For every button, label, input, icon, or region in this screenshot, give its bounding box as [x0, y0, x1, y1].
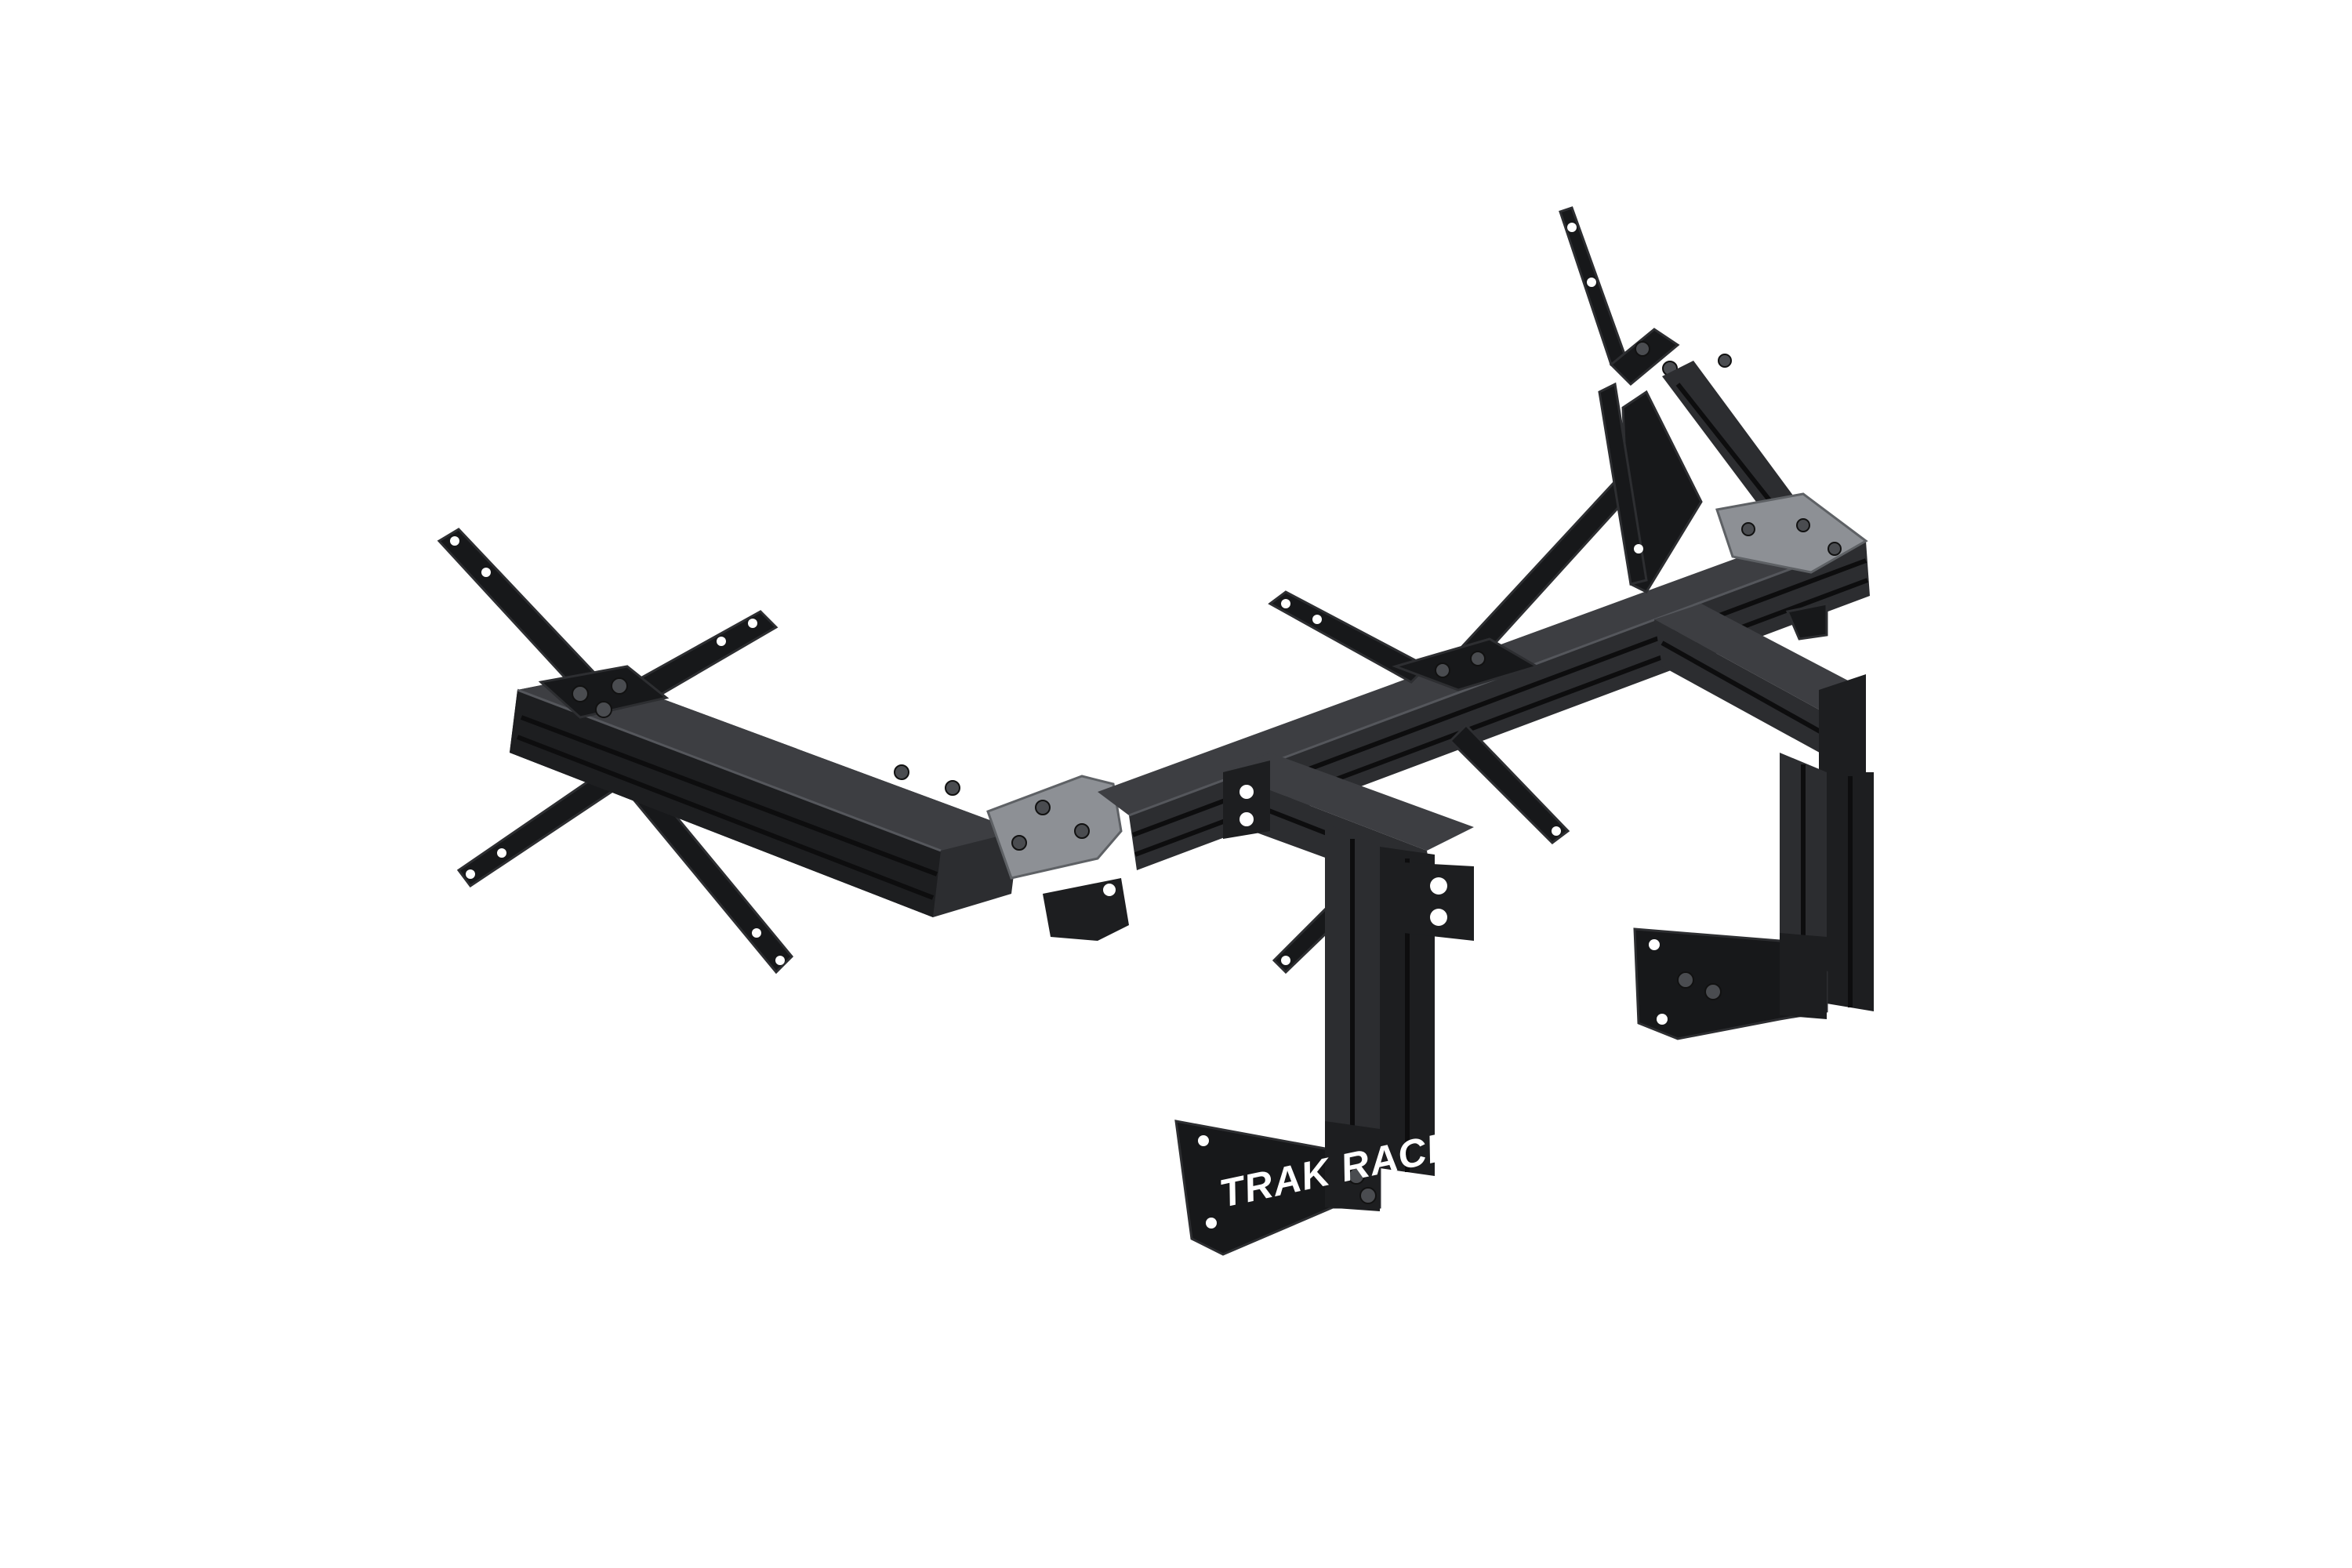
left-side-beam [510, 665, 1019, 917]
rear-side-tab [1785, 602, 1828, 641]
left-vesa-mount [437, 528, 794, 975]
lower-clamp [1043, 878, 1129, 941]
front-left-leg [1223, 760, 1474, 1176]
front-left-foot-bracket: TRAK RACER. [1174, 1115, 1497, 1256]
rear-right-foot-bracket [1633, 927, 1828, 1040]
right-vesa-mount [1559, 206, 1703, 593]
rear-crossbar [1654, 604, 1866, 757]
left-hinge-bracket [894, 764, 1123, 880]
right-angled-support [1662, 354, 1868, 574]
